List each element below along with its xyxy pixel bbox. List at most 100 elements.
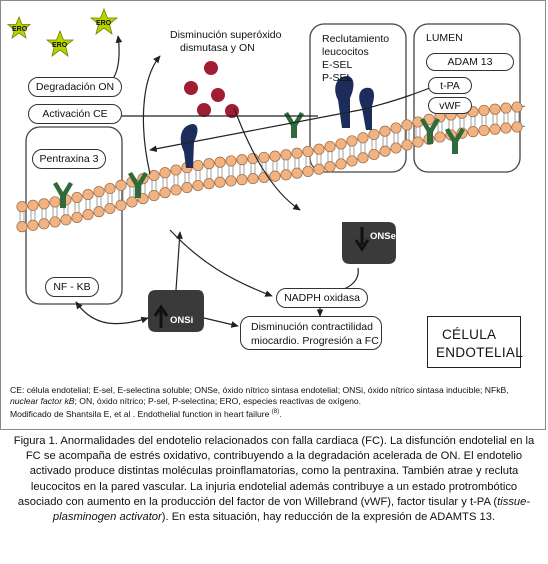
lipid-head [280, 169, 292, 181]
lipid-tail [338, 148, 344, 159]
contractilidad-line1: Disminución contractilidad [251, 321, 373, 333]
psel-label: P-SEL [322, 72, 353, 84]
lipid-head [511, 101, 523, 113]
vwf-pill: vWF [428, 97, 472, 114]
lipid-tail [74, 202, 80, 213]
lipid-head [489, 123, 501, 135]
lipid-tail [437, 122, 443, 132]
lipid-head [93, 206, 105, 218]
nadph-pill: NADPH oxidasa [276, 288, 368, 308]
activacion-ce-pill: Activación CE [28, 104, 122, 124]
lipid-head [500, 102, 512, 114]
pentraxina-pill: Pentraxina 3 [32, 149, 106, 169]
ero-label-bottom: ERO [12, 26, 28, 33]
lumen-cell-outline [413, 23, 521, 173]
lipid-head [181, 182, 193, 194]
lipid-head [159, 187, 171, 199]
lipid-head [346, 135, 358, 147]
lipid-head [170, 184, 182, 196]
pentraxina-label: Pentraxina 3 [39, 153, 99, 165]
lipid-tail [316, 154, 322, 165]
caption-part2: ). En esta situación, hay reducción de l… [161, 511, 496, 524]
arrow-onse-to-nadph [339, 267, 359, 291]
lipid-tail [327, 151, 333, 162]
lipid-head [324, 161, 336, 173]
lipid-head [60, 214, 72, 226]
lipid-tail [492, 114, 498, 125]
lipid-head [16, 201, 28, 213]
lipid-head [368, 128, 380, 141]
lipid-tail [415, 126, 421, 137]
lipid-head [93, 186, 105, 198]
nfkb-pill: NF - KB [45, 277, 99, 297]
lipid-head [38, 218, 50, 230]
lipid-head [269, 170, 281, 182]
vwf-label: vWF [439, 99, 461, 112]
lipid-head [291, 167, 303, 179]
onsi-label: ONSi [170, 315, 194, 326]
lipid-tail [30, 210, 36, 221]
lipid-head [412, 136, 424, 148]
adam13-label: ADAM 13 [447, 56, 493, 68]
celula-line2: ENDOTELIAL [436, 345, 524, 360]
lipid-head [478, 104, 490, 116]
left-cell-outline [25, 126, 123, 305]
lipid-tail [151, 180, 157, 191]
arrow-nfkb-to-onsi [75, 301, 149, 325]
lipid-head [291, 147, 303, 159]
lipid-tail [393, 132, 399, 143]
esel-label: E-SEL [322, 59, 353, 71]
lipid-tail [228, 165, 234, 176]
legend-nfkb-italic: nuclear factor kB [10, 396, 75, 406]
lipid-head [269, 150, 281, 162]
lipid-tail [459, 118, 465, 129]
lipid-head [82, 189, 94, 201]
ero-star-top [89, 7, 119, 35]
arrow-onsi-membrane [175, 231, 183, 291]
lipid-tail [96, 196, 102, 207]
lipid-head [478, 124, 490, 136]
lipid-head [467, 126, 479, 138]
lipid-head [368, 148, 380, 161]
lipid-head [49, 196, 61, 208]
tpa-pill: t-PA [428, 77, 472, 94]
legend-ref: (8) [271, 409, 280, 415]
lipid-head [313, 163, 325, 175]
lipid-head [247, 173, 259, 185]
reclutamiento-cell-outline [309, 23, 407, 173]
lipid-head [324, 141, 336, 153]
lipid-head [104, 182, 116, 195]
lipid-head [126, 196, 138, 208]
lipid-head [214, 156, 226, 168]
lipid-tail [404, 129, 410, 140]
lipid-head [236, 174, 248, 186]
lipid-head [115, 179, 127, 191]
lipid-tail [305, 156, 311, 167]
lipid-head [16, 221, 28, 233]
lipid-tail [283, 159, 289, 170]
lipid-tail [294, 158, 300, 169]
lipid-head [357, 132, 369, 144]
lipid-head [49, 216, 61, 228]
endothelium-diagram [6, 7, 526, 332]
lipid-head [192, 159, 204, 172]
lipid-tail [239, 164, 245, 175]
figure-frame [0, 0, 546, 430]
lipid-head [390, 142, 402, 154]
arrow-to-nadph [169, 229, 273, 297]
lipid-head [346, 155, 358, 167]
lipid-head [390, 122, 402, 134]
lipid-head [214, 176, 226, 188]
lipid-head [434, 131, 446, 143]
lipid-tail [41, 208, 47, 219]
lipid-tail [360, 142, 366, 153]
lipid-tail [19, 211, 25, 222]
lipid-tail [272, 161, 278, 172]
degradacion-on-label: Degradación ON [35, 81, 115, 93]
onse-down-arrow [354, 227, 370, 252]
receptor-icons [53, 112, 465, 208]
disminucion-superoxido-line2: dismutasa y ON [180, 42, 255, 54]
contractilidad-line2: miocardio. Progresión a FC [251, 335, 379, 347]
lipid-head [379, 125, 391, 137]
lipid-tail [349, 145, 355, 156]
